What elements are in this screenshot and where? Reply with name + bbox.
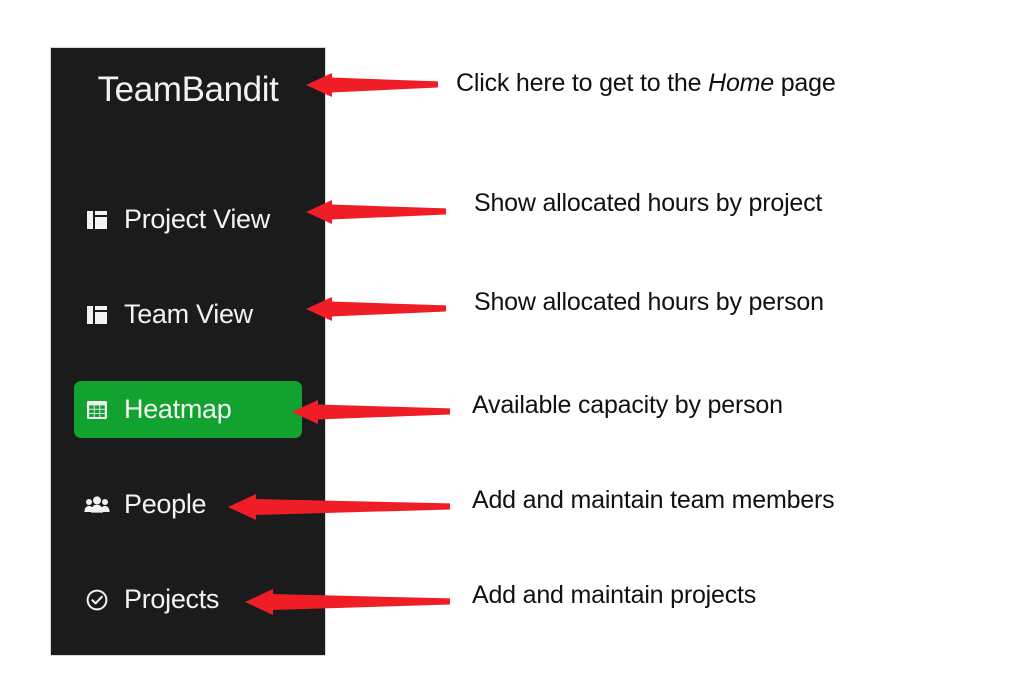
callout-arrow-heatmap — [292, 395, 450, 429]
sidebar-item-label: Heatmap — [124, 394, 232, 424]
sidebar: TeamBandit Project View — [51, 48, 325, 655]
sidebar-item-heatmap[interactable]: Heatmap — [74, 381, 302, 438]
annotation-projects: Add and maintain projects — [472, 581, 757, 609]
sidebar-item-team-view[interactable]: Team View — [74, 286, 302, 343]
callout-arrow-home — [306, 68, 438, 102]
annotation-home: Click here to get to the Home page — [456, 71, 836, 96]
people-group-icon — [84, 492, 110, 518]
dashboard-layout-icon — [84, 207, 110, 233]
annotation-project-view: Show allocated hours by project — [474, 189, 823, 217]
annotation-text-prefix: Click here to get to the — [456, 69, 709, 97]
annotation-text-suffix: page — [773, 69, 836, 97]
brand-title-teambandit[interactable]: TeamBandit — [97, 70, 279, 109]
check-circle-icon — [84, 587, 110, 613]
callout-arrow-team-view — [306, 292, 446, 326]
dashboard-layout-icon — [84, 302, 110, 328]
annotation-text-emphasis: Home — [708, 69, 774, 97]
sidebar-item-projects[interactable]: Projects — [74, 571, 302, 628]
annotation-heatmap: Available capacity by person — [472, 391, 783, 419]
sidebar-item-people[interactable]: People — [74, 476, 302, 533]
callout-arrow-people — [228, 490, 450, 524]
callout-arrow-projects — [245, 585, 450, 619]
sidebar-item-label: Project View — [124, 204, 270, 234]
sidebar-item-label: Team View — [124, 299, 253, 329]
annotation-team-view: Show allocated hours by person — [474, 288, 824, 316]
annotation-people: Add and maintain team members — [472, 486, 835, 514]
sidebar-item-label: Projects — [124, 584, 220, 614]
callout-arrow-project-view — [306, 195, 446, 229]
grid-table-icon — [84, 397, 110, 423]
sidebar-item-project-view[interactable]: Project View — [74, 191, 302, 248]
sidebar-item-label: People — [124, 489, 207, 519]
sidebar-nav: Project View Team View — [51, 191, 325, 628]
